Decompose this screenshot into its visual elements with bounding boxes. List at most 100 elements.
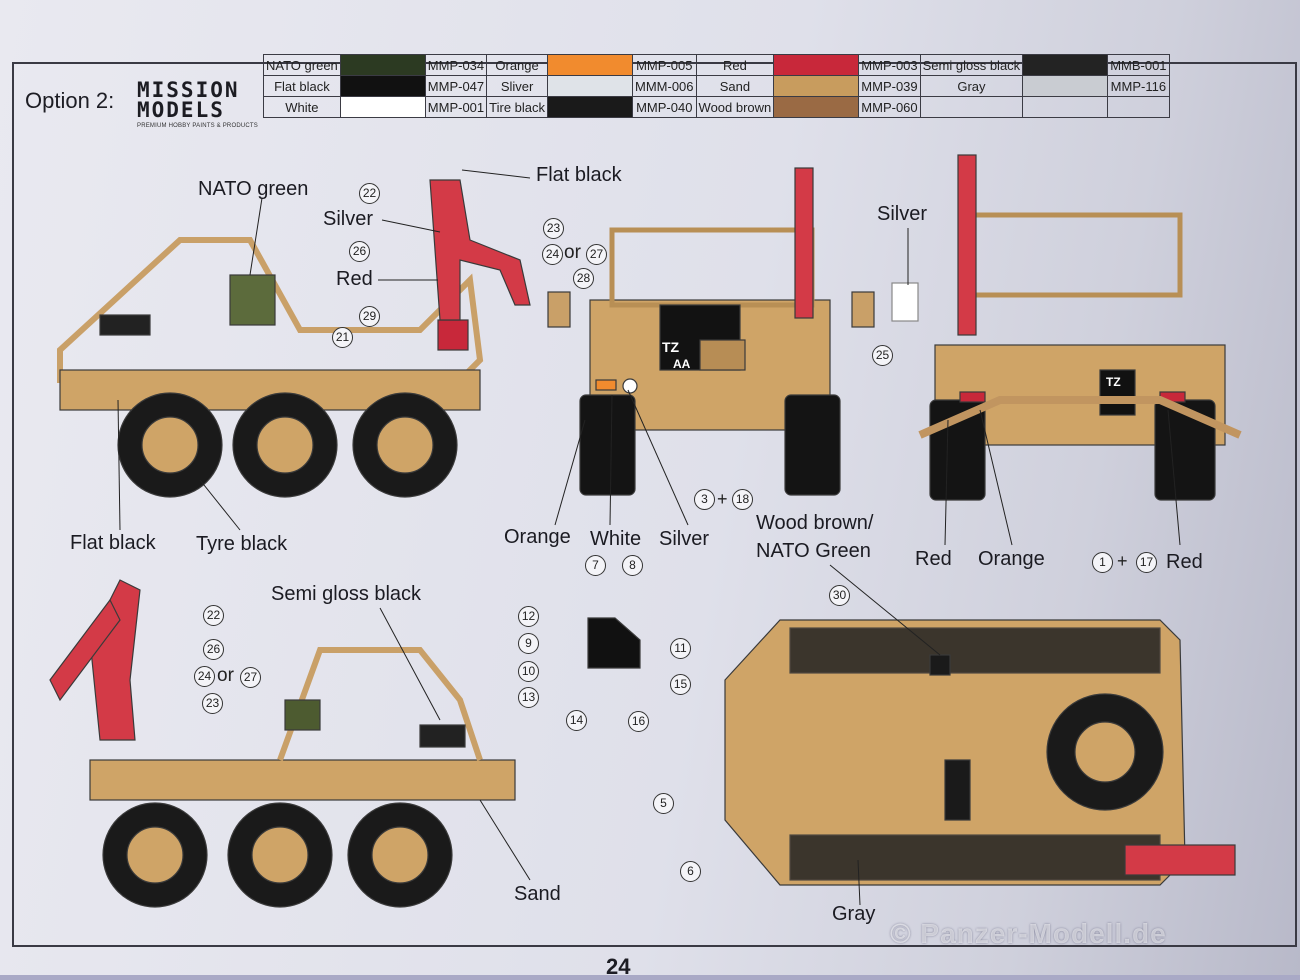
paint-code: MMP-001 [424,96,488,118]
paint-swatch [339,96,426,118]
rear-plate [1099,369,1136,416]
decal-panel [587,617,641,669]
callout-number: 29 [359,306,380,327]
front-light [595,379,617,391]
crane-arm [429,179,531,321]
rear-bar [918,396,1242,439]
spare-hub [1074,721,1136,783]
option-title: Option 2: [25,88,115,113]
front-view: TZ AA [547,167,875,496]
callout-number: 27 [586,244,607,265]
paint-swatch [773,75,860,97]
wheel-hub [126,826,184,884]
paint-swatch [547,96,634,118]
jerrycan [229,274,276,326]
wheel-hub [376,416,434,474]
brand-tagline: PREMIUM HOBBY PAINTS & PRODUCTS [137,123,258,129]
callout-number: 21 [332,327,353,348]
or-text: or [217,665,234,686]
or-text: or [564,242,581,263]
label-gray: Gray [832,903,876,925]
paint-name: Flat black [263,75,341,97]
paint-row: White MMP-001 Tire black MMP-040 Wood br… [263,96,1170,118]
semi-gloss-part [419,724,466,748]
wheel-hub [141,416,199,474]
plus-sign: + [717,489,728,509]
page-number: 24 [606,954,631,979]
callout-number: 23 [202,693,223,714]
wood-brown-box [929,654,951,676]
rear-light [959,391,986,403]
callout-number: 28 [573,268,594,289]
callout-number: 27 [240,667,261,688]
paint-code: MMP-039 [858,75,921,97]
plus-sign: + [1117,551,1128,571]
front-plate-line1: TZ [662,339,680,355]
callout-number: 23 [543,218,564,239]
paint-row: NATO green MMP-034 Orange MMP-005 Red MM… [263,54,1170,76]
callout-number: 26 [203,639,224,660]
mirror [99,314,151,336]
silver-lamp [891,282,919,322]
callout-number: 22 [359,183,380,204]
headlight [622,378,638,394]
label-sand: Sand [514,883,561,905]
callout-number: 22 [203,605,224,626]
chassis-hull [89,759,516,801]
paint-swatch [773,54,860,76]
callout-number: 26 [349,241,370,262]
callout-number: 12 [518,606,539,627]
front-tyre [784,394,841,496]
callout-number: 14 [566,710,587,731]
callout-number: 25 [872,345,893,366]
callout-number: 8 [622,555,643,576]
top-view [724,619,1236,886]
front-plate-line2: AA [673,357,691,371]
label-red-left: Red [336,268,373,290]
callout-number: 13 [518,687,539,708]
jerrycan [284,699,321,731]
label-flat-black-bottom: Flat black [70,532,156,554]
storage-box [944,759,971,821]
callout-number: 24 [194,666,215,687]
rear-plate-text: TZ [1106,375,1121,389]
paint-name: Wood brown [695,96,775,118]
callout-number: 6 [680,861,701,882]
brand-line2: MODELS [137,98,225,122]
label-silver-right: Silver [877,203,928,225]
crane-column [794,167,814,319]
side-view-right [57,179,531,498]
paint-swatch [547,54,634,76]
paint-swatch [339,75,426,97]
callout-number: 11 [670,638,691,659]
callout-number: 1 [1092,552,1113,573]
paint-code: MMP-040 [632,96,697,118]
paint-table: NATO green MMP-034 Orange MMP-005 Red MM… [263,54,1170,118]
callout-number: 16 [628,711,649,732]
callout-number: 3 [694,489,715,510]
callout-number: 10 [518,661,539,682]
crane-top [1124,844,1236,876]
paint-swatch [1022,75,1109,97]
decal-detail [587,617,641,669]
callout-number: 24 [542,244,563,265]
crane-base [437,319,469,351]
callout-number: 15 [670,674,691,695]
grille [699,339,746,371]
label-silver-front: Silver [659,528,710,550]
mesh-top [789,627,1161,674]
rear-view: TZ [891,154,1242,501]
crane-arm [89,579,141,741]
mesh-bottom [789,834,1161,881]
label-wood-brown: Wood brown/ [756,512,874,534]
label-nato-green: NATO green [198,178,309,200]
rear-roll-cage [967,212,1183,298]
paint-code: MMP-060 [858,96,921,118]
paint-swatch [773,96,860,118]
leader-lines [117,169,1181,906]
label-red-rear-left: Red [915,548,952,570]
label-silver-left: Silver [323,208,374,230]
label-nato-green-2: NATO Green [756,540,871,562]
callout-number: 30 [829,585,850,606]
label-flat-black-top: Flat black [536,164,622,186]
